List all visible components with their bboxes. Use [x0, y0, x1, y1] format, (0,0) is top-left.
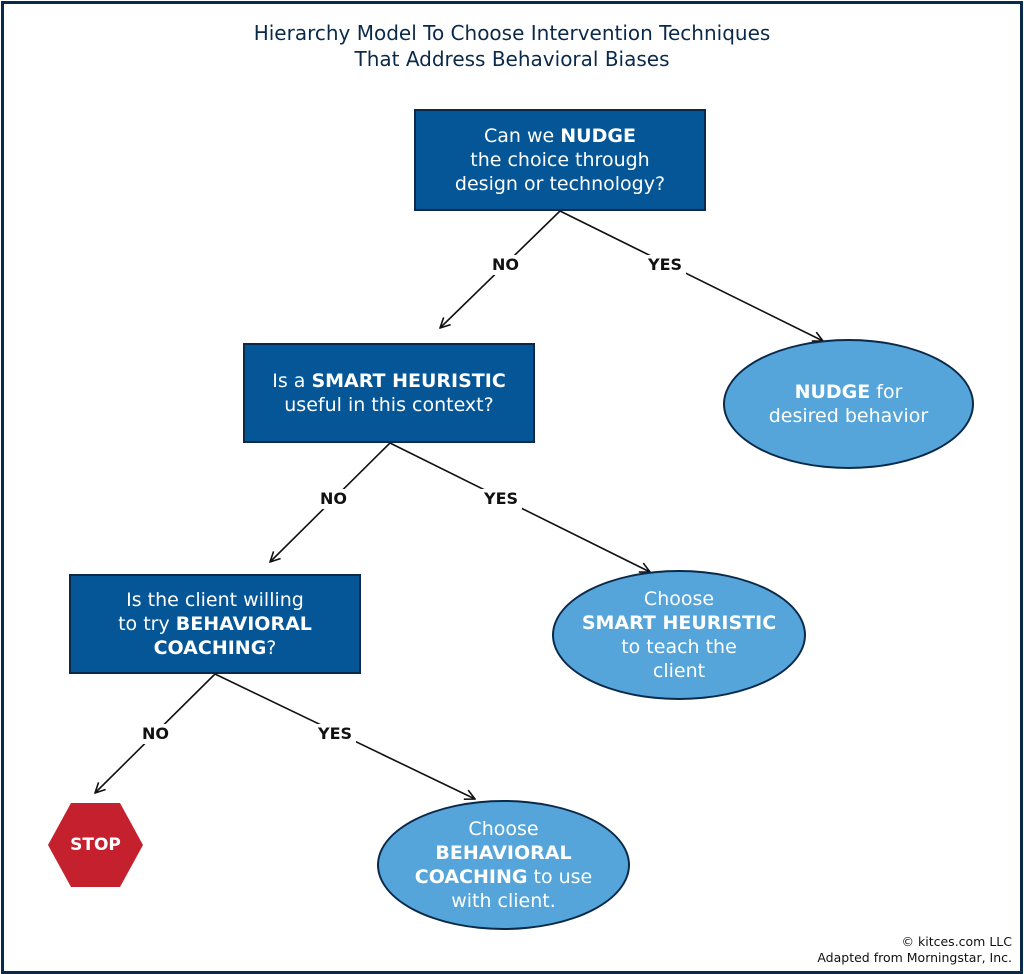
r3-text-1: Choose	[468, 818, 539, 840]
r1-text-2: desired behavior	[768, 405, 929, 427]
q1-text-2: the choice through	[470, 149, 650, 171]
credit-source: Adapted from Morningstar, Inc.	[817, 950, 1012, 965]
credit-copyright: © kitces.com LLC	[901, 934, 1012, 949]
q3-text-2: to try	[118, 613, 176, 635]
q2-text-bold: SMART HEURISTIC	[311, 370, 506, 392]
q1-text-bold: NUDGE	[560, 125, 636, 147]
stop-sign-icon	[48, 803, 143, 887]
r3-text-4: with client.	[451, 890, 556, 912]
q1-text-1: Can we	[484, 125, 561, 147]
diagram-title-line1: Hierarchy Model To Choose Intervention T…	[253, 21, 771, 45]
r2-text-3: to teach the	[621, 636, 737, 658]
q2-text-2: useful in this context?	[284, 394, 494, 416]
q3-text-3: ?	[266, 637, 277, 659]
edge-label-q3-no: NO	[138, 724, 173, 744]
edge-label-q1-yes: YES	[644, 255, 687, 275]
result-smart-heuristic: Choose SMART HEURISTIC to teach the clie…	[552, 570, 806, 700]
r1-text-1: for	[870, 381, 903, 403]
q1-text-3: design or technology?	[454, 173, 666, 195]
edge-q1-yes	[559, 210, 823, 341]
r2-text-bold: SMART HEURISTIC	[581, 612, 777, 634]
question-nudge: Can we NUDGE the choice through design o…	[414, 109, 706, 211]
edge-label-q1-no: NO	[488, 255, 523, 275]
q3-text-bold-2: COACHING	[153, 637, 267, 659]
edge-label-q3-yes: YES	[314, 724, 357, 744]
r2-text-4: client	[652, 660, 706, 682]
q3-text-1: Is the client willing	[126, 589, 304, 611]
q3-text-bold-1: BEHAVIORAL	[175, 613, 312, 635]
question-behavioral-coaching: Is the client willing to try BEHAVIORAL …	[69, 574, 361, 674]
edge-label-q2-yes: YES	[480, 489, 523, 509]
result-behavioral-coaching: Choose BEHAVIORAL COACHING to use with c…	[377, 800, 630, 930]
result-nudge: NUDGE for desired behavior	[723, 339, 974, 469]
q2-text-1: Is a	[272, 370, 312, 392]
r3-text-3: to use	[527, 866, 593, 888]
r3-text-bold-2: COACHING	[414, 866, 528, 888]
r3-text-bold-1: BEHAVIORAL	[435, 842, 572, 864]
diagram-title-line2: That Address Behavioral Biases	[354, 47, 670, 71]
edge-label-q2-no: NO	[316, 489, 351, 509]
question-smart-heuristic: Is a SMART HEURISTIC useful in this cont…	[243, 343, 535, 443]
r1-text-bold: NUDGE	[794, 381, 871, 403]
stop-label: STOP	[70, 835, 121, 855]
r2-text-1: Choose	[643, 588, 715, 610]
